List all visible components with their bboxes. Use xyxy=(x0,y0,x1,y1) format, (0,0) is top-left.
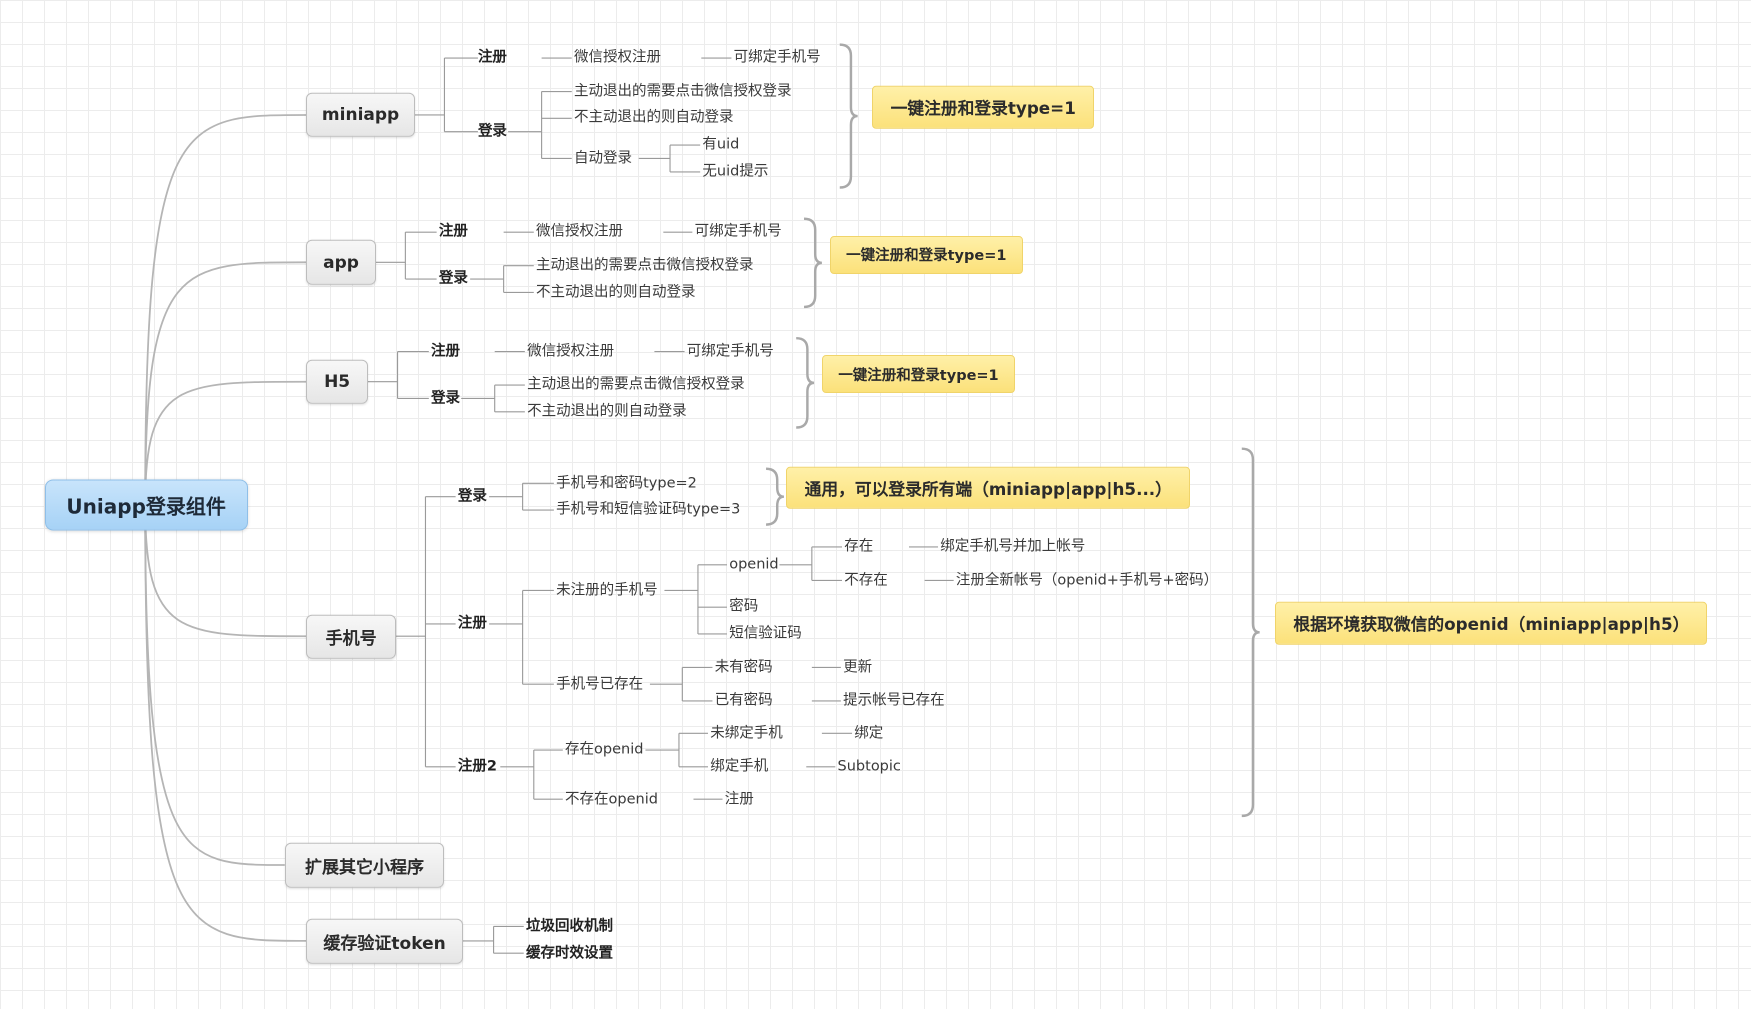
branch-extend[interactable]: 扩展其它小程序 xyxy=(284,843,445,888)
phone-register2[interactable]: 注册2 xyxy=(457,758,497,775)
miniapp-auto-login[interactable]: 自动登录 xyxy=(573,150,632,167)
phone-pwd-login[interactable]: 手机号和密码type=2 xyxy=(556,475,697,492)
app-manual-logout[interactable]: 主动退出的需要点击微信授权登录 xyxy=(536,257,754,274)
summary-brace-4 xyxy=(1241,447,1260,818)
root-curve-4 xyxy=(144,504,285,866)
phone-register-leaf[interactable]: 注册 xyxy=(724,791,754,808)
elbow-connector-0 xyxy=(413,57,478,133)
h5-login[interactable]: 登录 xyxy=(431,390,461,407)
elbow-connector-1 xyxy=(508,90,572,160)
phone-exists[interactable]: 存在 xyxy=(844,538,874,555)
summary-brace-0 xyxy=(839,43,858,189)
branch-h5[interactable]: H5 xyxy=(305,359,369,405)
root-node[interactable]: Uniapp登录组件 xyxy=(44,479,248,531)
elbow-connector-15 xyxy=(462,925,524,954)
h5-wechat-register[interactable]: 微信授权注册 xyxy=(527,343,615,360)
elbow-connector-4 xyxy=(470,265,534,293)
phone-no-password[interactable]: 未有密码 xyxy=(714,659,773,676)
phone-already-exists[interactable]: 手机号已存在 xyxy=(556,676,644,693)
phone-no-openid[interactable]: 不存在openid xyxy=(565,791,658,808)
miniapp-auto-logout[interactable]: 不主动退出的则自动登录 xyxy=(573,110,734,127)
h5-auto-logout[interactable]: 不主动退出的则自动登录 xyxy=(527,403,687,420)
phone-register[interactable]: 注册 xyxy=(457,615,487,632)
phone-unbound[interactable]: 未绑定手机 xyxy=(710,725,783,742)
elbow-connector-14 xyxy=(645,732,708,768)
app-register[interactable]: 注册 xyxy=(438,223,468,240)
root-curve-0 xyxy=(144,114,306,505)
summary-brace-2 xyxy=(796,336,815,429)
cache-gc[interactable]: 垃圾回收机制 xyxy=(525,918,613,935)
summary-openid[interactable]: 根据环境获取微信的openid（miniapp|app|h5） xyxy=(1275,601,1708,645)
branch-miniapp[interactable]: miniapp xyxy=(305,92,416,138)
elbow-connector-12 xyxy=(649,666,713,702)
phone-has-password[interactable]: 已有密码 xyxy=(714,692,773,709)
phone-update[interactable]: 更新 xyxy=(843,659,873,676)
summary-app[interactable]: 一键注册和登录type=1 xyxy=(829,235,1023,274)
elbow-connector-3 xyxy=(375,231,437,280)
elbow-connector-2 xyxy=(638,144,701,173)
elbow-connector-6 xyxy=(461,384,525,413)
app-login[interactable]: 登录 xyxy=(438,270,468,287)
summary-brace-3 xyxy=(766,467,785,526)
elbow-connector-8 xyxy=(489,482,554,511)
app-wechat-register[interactable]: 微信授权注册 xyxy=(536,223,624,240)
miniapp-has-uid[interactable]: 有uid xyxy=(702,136,740,153)
branch-app[interactable]: app xyxy=(305,240,377,285)
summary-phone-login[interactable]: 通用，可以登录所有端（miniapp|app|h5...） xyxy=(786,466,1191,510)
branch-phone[interactable]: 手机号 xyxy=(305,614,397,659)
phone-has-openid[interactable]: 存在openid xyxy=(565,742,644,759)
h5-register[interactable]: 注册 xyxy=(431,343,461,360)
app-bind-phone[interactable]: 可绑定手机号 xyxy=(694,223,782,240)
elbow-connector-7 xyxy=(394,496,456,768)
summary-miniapp[interactable]: 一键注册和登录type=1 xyxy=(872,85,1095,129)
phone-not-exists[interactable]: 不存在 xyxy=(844,572,888,589)
phone-bound[interactable]: 绑定手机 xyxy=(710,758,769,775)
miniapp-register[interactable]: 注册 xyxy=(477,49,507,66)
phone-tip-exists[interactable]: 提示帐号已存在 xyxy=(843,692,945,709)
cache-expiry[interactable]: 缓存时效设置 xyxy=(525,945,613,962)
phone-new-account[interactable]: 注册全新帐号（openid+手机号+密码） xyxy=(955,572,1219,589)
miniapp-wechat-register[interactable]: 微信授权注册 xyxy=(573,49,661,66)
phone-openid[interactable]: openid xyxy=(729,556,779,573)
elbow-connector-10 xyxy=(664,564,727,635)
miniapp-bind-phone[interactable]: 可绑定手机号 xyxy=(733,49,821,66)
miniapp-no-uid[interactable]: 无uid提示 xyxy=(702,163,769,180)
phone-sms-login[interactable]: 手机号和短信验证码type=3 xyxy=(556,501,741,518)
phone-login[interactable]: 登录 xyxy=(457,488,487,505)
elbow-connector-9 xyxy=(489,589,554,685)
miniapp-login[interactable]: 登录 xyxy=(477,123,507,140)
elbow-connector-5 xyxy=(367,351,429,400)
phone-sms-code[interactable]: 短信验证码 xyxy=(729,625,802,642)
root-curve-5 xyxy=(144,504,306,942)
miniapp-manual-logout[interactable]: 主动退出的需要点击微信授权登录 xyxy=(573,83,792,100)
phone-bind-add[interactable]: 绑定手机号并加上帐号 xyxy=(940,538,1086,555)
phone-unregistered[interactable]: 未注册的手机号 xyxy=(556,582,658,599)
app-auto-logout[interactable]: 不主动退出的则自动登录 xyxy=(536,284,696,301)
elbow-connector-11 xyxy=(779,546,842,581)
elbow-connector-13 xyxy=(500,749,563,800)
phone-bind[interactable]: 绑定 xyxy=(854,725,884,742)
summary-brace-1 xyxy=(803,217,822,309)
summary-h5[interactable]: 一键注册和登录type=1 xyxy=(821,355,1016,394)
phone-subtopic[interactable]: Subtopic xyxy=(837,758,901,775)
h5-bind-phone[interactable]: 可绑定手机号 xyxy=(686,343,774,360)
root-curve-1 xyxy=(144,261,306,505)
branch-cache-token[interactable]: 缓存验证token xyxy=(305,919,464,964)
h5-manual-logout[interactable]: 主动退出的需要点击微信授权登录 xyxy=(527,376,745,393)
phone-password[interactable]: 密码 xyxy=(729,599,759,616)
